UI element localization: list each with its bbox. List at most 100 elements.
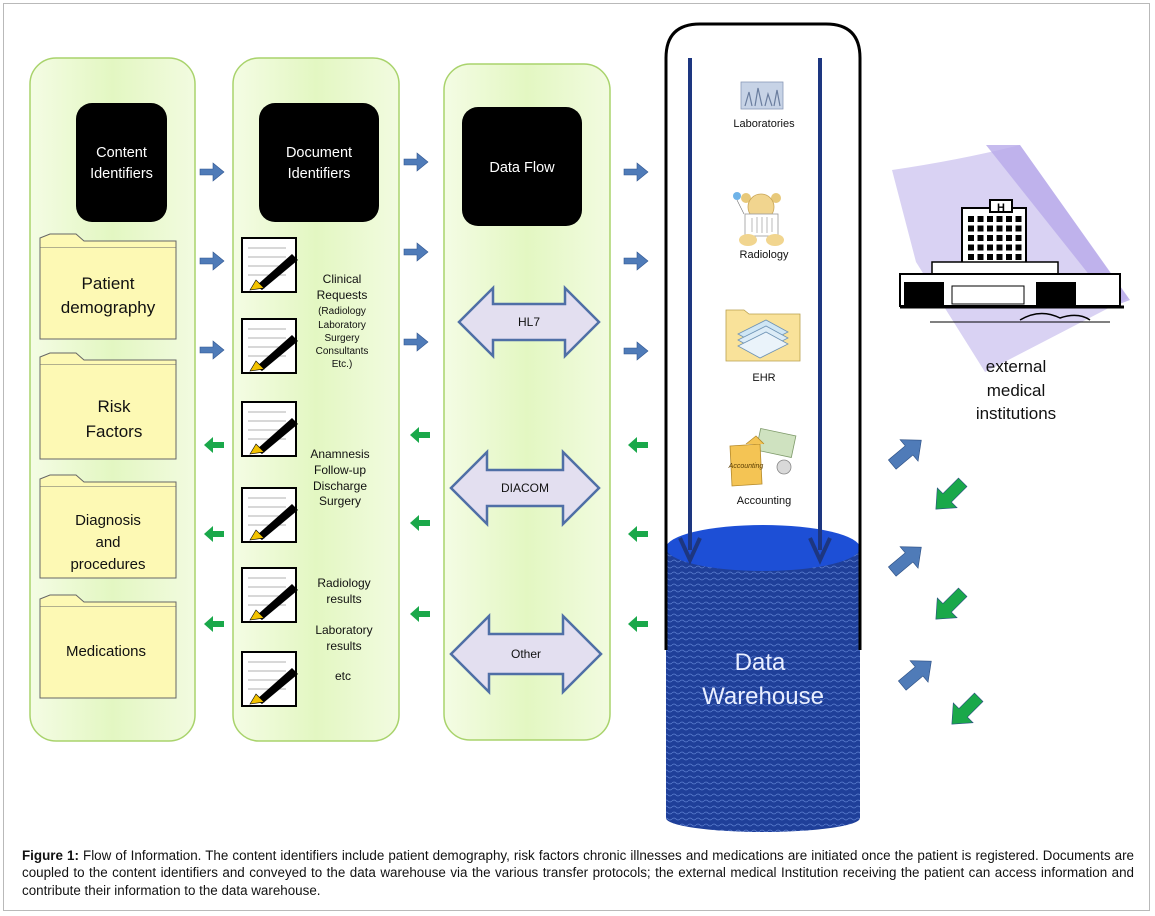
doc-group-radiology-results: Radiology results (317, 576, 370, 606)
protocol-hl7-label: HL7 (518, 315, 540, 329)
folder-medications: Medications (39, 594, 177, 699)
ehr-folder-icon (725, 309, 801, 362)
doc-laboratory-1: Laboratory (315, 623, 372, 637)
doc-group-anamnesis: Anamnesis Follow-up Discharge Surgery (310, 447, 369, 508)
doc-clinical-3: (Radiology (318, 306, 366, 317)
document-header-line-1: Document (286, 145, 352, 161)
warehouse-label-line-1: Data (735, 649, 786, 676)
right-arrow-icon (403, 332, 429, 352)
folder-patient-line-2: demography (61, 298, 156, 317)
left-arrow-icon (628, 437, 648, 453)
content-header-line-1: Content (96, 145, 147, 161)
doc-group-laboratory-results: Laboratory results (315, 623, 372, 653)
hospital-sign-glyph: H (997, 202, 1005, 214)
protocol-other-label: Other (511, 647, 541, 661)
protocol-diacom-label: DIACOM (501, 481, 549, 495)
left-arrow-icon (628, 616, 648, 632)
diagonal-up-arrow-icon (887, 546, 922, 577)
source-accounting-label: Accounting (737, 495, 791, 507)
folder-medications-line-1: Medications (66, 643, 146, 660)
source-ehr-label: EHR (752, 372, 775, 384)
diagonal-down-arrow-icon (935, 587, 968, 620)
content-header-line-2: Identifiers (90, 166, 153, 182)
folder-diagnosis-procedures: Diagnosis and procedures (39, 474, 177, 579)
document-pen-icon (241, 237, 298, 293)
warehouse-funnel-outline (664, 22, 862, 650)
warehouse-label-line-2: Warehouse (702, 683, 824, 710)
accounting-money-icon: Accounting (728, 428, 797, 487)
right-arrow-icon (623, 251, 649, 271)
doc-clinical-1: Clinical (323, 272, 362, 286)
doc-clinical-5: Surgery (324, 333, 359, 344)
doc-clinical-7: Etc.) (332, 359, 353, 370)
accounting-icon-wordmark: Accounting (728, 463, 764, 470)
folder-risk-line-2: Factors (86, 422, 143, 441)
right-arrow-icon (199, 251, 225, 271)
dataflow-panel (443, 63, 611, 741)
doc-laboratory-2: results (326, 639, 361, 653)
caption-text: Flow of Information. The content identif… (22, 848, 1134, 898)
left-arrow-icon (410, 515, 430, 531)
folder-diagnosis-line-2: and (95, 534, 120, 551)
doc-etc-1: etc (335, 669, 351, 683)
external-institutions: H external medical institutions (892, 145, 1130, 423)
folder-risk-line-1: Risk (97, 397, 131, 416)
doc-anamnesis-4: Surgery (319, 494, 361, 508)
right-arrow-icon (403, 152, 429, 172)
protocol-hl7: HL7 (457, 284, 601, 360)
warehouse-cylinder-top (666, 525, 860, 571)
source-radiology-label: Radiology (740, 249, 789, 261)
protocol-other: Other (449, 612, 603, 696)
left-arrow-icon (204, 437, 224, 453)
right-arrow-icon (403, 242, 429, 262)
folder-patient-line-1: Patient (82, 274, 135, 293)
document-pen-icon (241, 567, 298, 623)
figure-caption: Figure 1: Flow of Information. The conte… (22, 847, 1134, 899)
external-label-line-2: medical (987, 381, 1046, 400)
doc-radiology-2: results (326, 592, 361, 606)
caption-prefix: Figure 1: (22, 848, 79, 863)
source-ehr: EHR (725, 309, 801, 384)
document-header-line-2: Identifiers (288, 166, 351, 182)
document-pen-icon (241, 487, 298, 543)
document-pen-icon (241, 401, 298, 457)
warehouse-cylinder-bottom (666, 804, 860, 832)
flow-arrows (199, 152, 649, 632)
external-label-line-1: external (986, 357, 1046, 376)
right-arrow-icon (623, 341, 649, 361)
left-arrow-icon (628, 526, 648, 542)
doc-group-etc: etc (335, 669, 351, 683)
diagonal-up-arrow-icon (887, 439, 922, 470)
diagonal-down-arrow-icon (951, 692, 984, 725)
radiology-teddy-bear-icon (733, 192, 784, 246)
laboratories-image-icon (740, 81, 784, 110)
folder-risk-factors: Risk Factors (39, 352, 177, 460)
data-warehouse: Data Warehouse (664, 22, 862, 832)
doc-radiology-1: Radiology (317, 576, 370, 590)
protocol-diacom: DIACOM (449, 448, 601, 528)
doc-anamnesis-2: Follow-up (314, 463, 366, 477)
figure-frame (3, 3, 1150, 911)
left-arrow-icon (410, 427, 430, 443)
folder-patient-demography: Patient demography (39, 233, 177, 340)
external-exchange-arrows (887, 439, 984, 725)
right-arrow-icon (199, 340, 225, 360)
doc-clinical-6: Consultants (316, 346, 369, 357)
source-laboratories: Laboratories (733, 81, 795, 130)
doc-clinical-4: Laboratory (318, 320, 366, 331)
left-arrow-icon (204, 526, 224, 542)
document-pen-icon (241, 318, 298, 374)
doc-group-clinical-requests: Clinical Requests (Radiology Laboratory … (316, 272, 369, 370)
external-label-line-3: institutions (976, 404, 1056, 423)
doc-clinical-2: Requests (317, 288, 368, 302)
source-accounting: Accounting Accounting (728, 428, 797, 507)
right-arrow-icon (199, 162, 225, 182)
left-arrow-icon (410, 606, 430, 622)
folder-diagnosis-line-1: Diagnosis (75, 512, 141, 529)
document-icons (241, 237, 298, 707)
doc-anamnesis-1: Anamnesis (310, 447, 369, 461)
diagonal-down-arrow-icon (935, 477, 968, 510)
data-flow-header: Data Flow (462, 107, 582, 226)
document-identifiers-header: Document Identifiers (259, 103, 379, 222)
